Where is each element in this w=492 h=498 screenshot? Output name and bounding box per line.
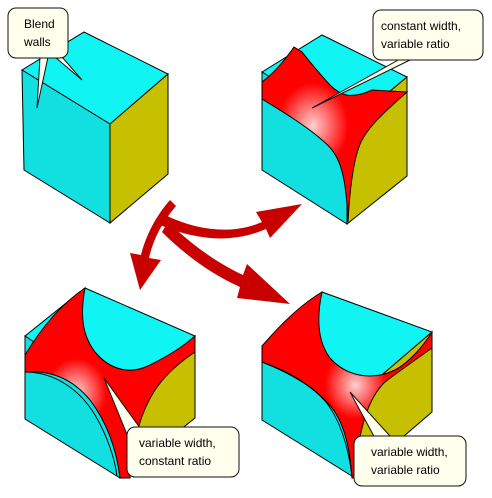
cube-constant-width-variable-ratio (261, 34, 409, 226)
cube-variable-width-constant-ratio (24, 286, 196, 480)
callout-box (126, 426, 240, 478)
arrow-to-constant-width (160, 204, 302, 239)
callout-text-line1: constant width, (381, 19, 461, 33)
cube-variable-width-variable-ratio (261, 290, 433, 480)
callout-text-line2: variable ratio (381, 37, 450, 51)
blend-inner-curve (261, 361, 353, 477)
callout-variable-width-variable-ratio: variable width, variable ratio (349, 391, 467, 487)
transition-arrows (130, 200, 302, 304)
cube-right-face (109, 72, 169, 225)
blend-surface (261, 290, 433, 479)
callout-text-line2: constant ratio (139, 454, 211, 468)
callout-text-line2: walls (23, 35, 51, 49)
arrow-to-variable-constant (130, 200, 176, 290)
callout-blend-walls: Blend walls (7, 7, 83, 109)
callout-text-line2: variable ratio (371, 463, 440, 477)
callout-variable-width-constant-ratio: variable width, constant ratio (103, 377, 240, 478)
callout-box (7, 7, 69, 59)
blend-surface (24, 286, 196, 479)
callout-box (372, 9, 484, 61)
blend-surface (261, 46, 409, 223)
blend-inner-curve (24, 371, 118, 477)
arrow-to-variable-variable (162, 222, 290, 304)
callout-text-line1: variable width, (371, 445, 448, 459)
callout-text-line1: variable width, (139, 436, 216, 450)
callout-box (353, 435, 467, 487)
callout-constant-width: constant width, variable ratio (311, 9, 484, 109)
callout-text-line1: Blend (24, 17, 55, 31)
